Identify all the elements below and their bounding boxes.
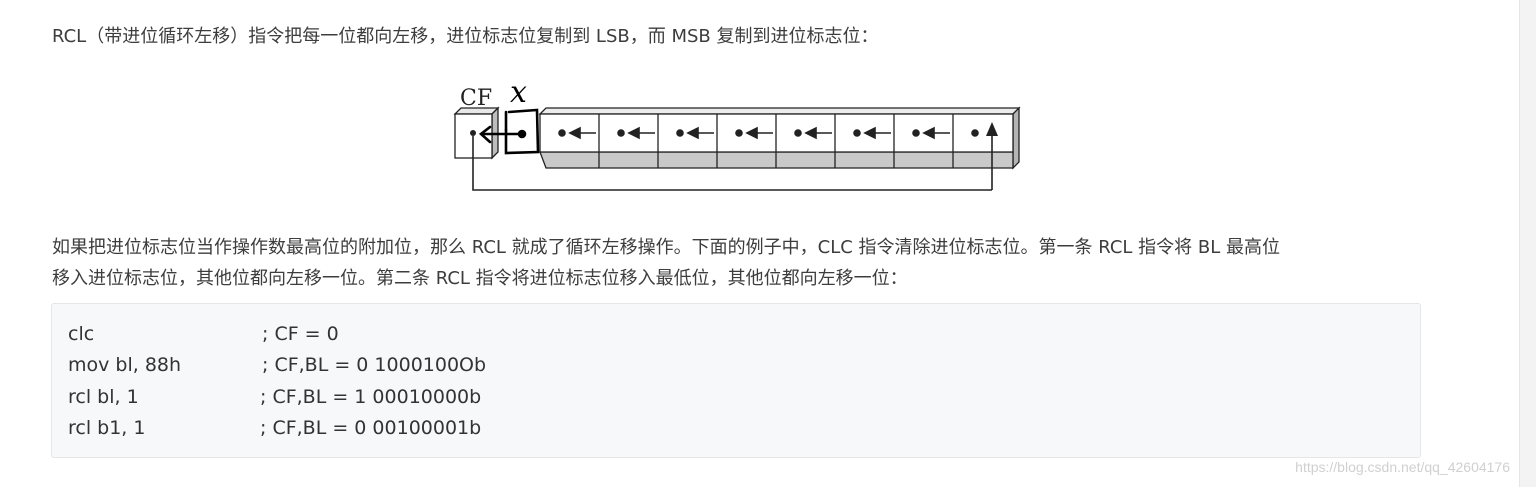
carry-feedback-line — [472, 136, 992, 191]
code-instruction: clc — [68, 323, 95, 345]
intro-paragraph: RCL（带进位循环左移）指令把每一位都向左移，进位标志位复制到 LSB，而 MS… — [52, 21, 878, 52]
code-comment: ; CF,BL = 0 1000100Ob — [262, 354, 487, 376]
code-instruction: mov bl, 88h — [68, 354, 182, 376]
page-scroll-edge[interactable] — [1519, 0, 1536, 487]
explanation-paragraph: 如果把进位标志位当作操作数最高位的附加位，那么 RCL 就成了循环左移操作。下面… — [52, 232, 1280, 294]
code-comment: ; CF,BL = 1 00010000b — [260, 386, 482, 408]
handwritten-x-mark: x — [510, 78, 527, 110]
rcl-diagram-svg: CF — [453, 75, 1021, 191]
explanation-line-2: 移入进位标志位，其他位都向左移一位。第二条 RCL 指令将进位标志位移入最低位，… — [52, 268, 908, 289]
code-instruction: rcl b1, 1 — [68, 417, 146, 439]
code-block: clc ; CF = 0 mov bl, 88h ; CF,BL = 0 100… — [51, 303, 1421, 458]
intro-paragraph-text: RCL（带进位循环左移）指令把每一位都向左移，进位标志位复制到 LSB，而 MS… — [52, 26, 879, 47]
explanation-line-1: 如果把进位标志位当作操作数最高位的附加位，那么 RCL 就成了循环左移操作。下面… — [52, 237, 1281, 258]
cf-label: CF — [460, 86, 492, 111]
cf-box — [453, 106, 500, 160]
watermark: https://blog.csdn.net/qq_42604176 — [1295, 459, 1510, 475]
handwritten-annotation — [478, 108, 540, 155]
code-instruction: rcl bl, 1 — [68, 386, 139, 408]
rcl-diagram: CF — [440, 75, 1040, 203]
code-comment: ; CF,BL = 0 00100001b — [260, 417, 482, 439]
register-bl — [538, 106, 1021, 190]
code-comment: ; CF = 0 — [262, 323, 339, 345]
